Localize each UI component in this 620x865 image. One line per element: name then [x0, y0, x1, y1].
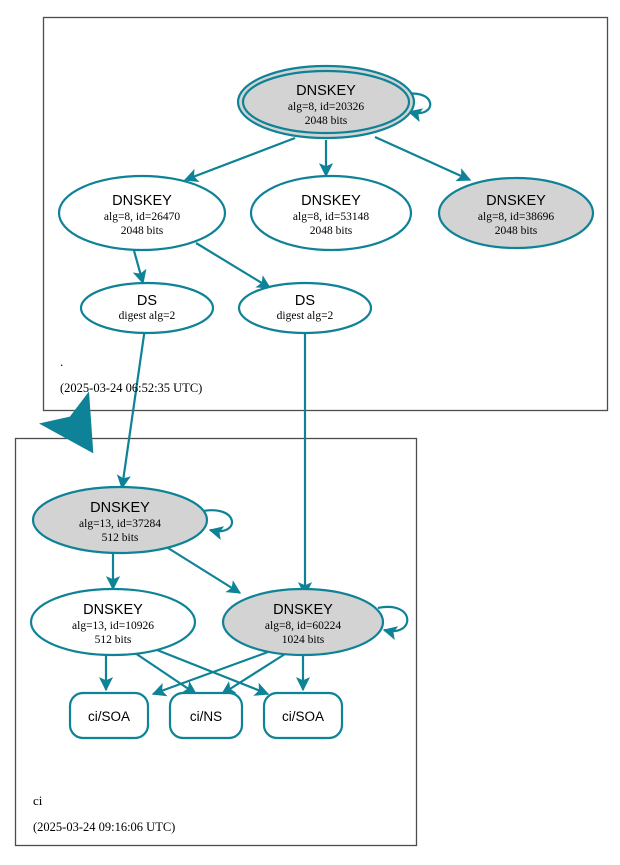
edge-ksk37284-to-ksk60224: [167, 547, 242, 594]
node-title: DNSKEY: [83, 602, 143, 618]
node-shape: [262, 691, 344, 740]
node-keysize: 1024 bits: [282, 634, 325, 646]
node-rrset-ns[interactable]: ci/NS: [168, 691, 244, 740]
node-keysize: 2048 bits: [495, 225, 538, 237]
edge-ds-left-to-ksk37284: [116, 327, 147, 490]
edge-zsk26470-to-ds-left: [131, 246, 147, 285]
node-algid: alg=8, id=26470: [104, 211, 180, 223]
edge-ksk20326-to-zsk26470: [183, 136, 296, 183]
node-shape: [437, 176, 595, 250]
zone-timestamp-root: (2025-03-24 06:52:35 UTC): [60, 381, 202, 395]
node-title: DS: [295, 293, 315, 309]
node-title: ci/SOA: [88, 709, 130, 724]
edge-ksk20326-to-zsk38696: [374, 135, 472, 182]
node-shape: [221, 587, 385, 657]
node-keysize: 512 bits: [95, 634, 132, 646]
node-algid: alg=13, id=37284: [79, 518, 161, 530]
node-algid: alg=13, id=10926: [72, 620, 154, 632]
node-shape: [79, 281, 215, 335]
node-title: DNSKEY: [296, 83, 356, 99]
edge-zsk26470-to-ds-right: [195, 242, 272, 289]
node-rrset-soa-2[interactable]: ci/SOA: [262, 691, 344, 740]
node-algid: alg=8, id=20326: [288, 101, 364, 113]
node-shape: [57, 174, 227, 252]
node-shape: [237, 281, 373, 335]
node-title: DNSKEY: [112, 193, 172, 209]
node-ksk-60224[interactable]: DNSKEY alg=8, id=60224 1024 bits: [221, 587, 385, 657]
node-shape: [168, 691, 244, 740]
node-keysize: 512 bits: [102, 532, 139, 544]
edge-zsk10926-to-soa2: [151, 646, 270, 696]
zone-name-root: .: [60, 354, 63, 369]
node-zsk-10926[interactable]: DNSKEY alg=13, id=10926 512 bits: [29, 587, 197, 657]
node-shape: [29, 587, 197, 657]
zone-timestamp-ci: (2025-03-24 09:16:06 UTC): [33, 820, 175, 834]
node-title: ci/NS: [190, 709, 222, 724]
node-digest: digest alg=2: [277, 310, 334, 322]
node-title: DNSKEY: [486, 193, 546, 209]
node-shape: [31, 485, 209, 555]
node-ksk-20326[interactable]: DNSKEY alg=8, id=20326 2048 bits: [236, 64, 416, 140]
node-title: DNSKEY: [90, 500, 150, 516]
edge-group-root: [131, 135, 472, 289]
node-shape-inner: [241, 69, 411, 135]
edge-zsk10926-to-ns: [134, 652, 198, 695]
edge-group-ci: [98, 547, 311, 697]
edge-ksk60224-to-ns: [220, 653, 286, 695]
node-ds-left[interactable]: DS digest alg=2: [79, 281, 215, 335]
node-rrset-soa-1[interactable]: ci/SOA: [68, 691, 150, 740]
node-keysize: 2048 bits: [305, 115, 348, 127]
node-zsk-53148[interactable]: DNSKEY alg=8, id=53148 2048 bits: [249, 174, 413, 252]
node-title: ci/SOA: [282, 709, 324, 724]
zone-name-ci: ci: [33, 793, 43, 808]
self-loop-ksk-37284: [197, 509, 234, 540]
node-zsk-26470[interactable]: DNSKEY alg=8, id=26470 2048 bits: [57, 174, 227, 252]
delegation-arrow-root-to-ci: [38, 391, 94, 454]
node-ksk-37284[interactable]: DNSKEY alg=13, id=37284 512 bits: [31, 485, 209, 555]
node-shape: [249, 174, 413, 252]
node-keysize: 2048 bits: [310, 225, 353, 237]
node-title: DNSKEY: [301, 193, 361, 209]
node-zsk-38696[interactable]: DNSKEY alg=8, id=38696 2048 bits: [437, 176, 595, 250]
self-loop-ksk-60224: [377, 605, 409, 640]
node-algid: alg=8, id=60224: [265, 620, 341, 632]
node-algid: alg=8, id=53148: [293, 211, 369, 223]
node-keysize: 2048 bits: [121, 225, 164, 237]
node-title: DS: [137, 293, 157, 309]
edge-ksk60224-to-soa1: [151, 650, 269, 697]
node-digest: digest alg=2: [119, 310, 176, 322]
node-algid: alg=8, id=38696: [478, 211, 554, 223]
node-shape: [68, 691, 150, 740]
node-title: DNSKEY: [273, 602, 333, 618]
node-ds-right[interactable]: DS digest alg=2: [237, 281, 373, 335]
